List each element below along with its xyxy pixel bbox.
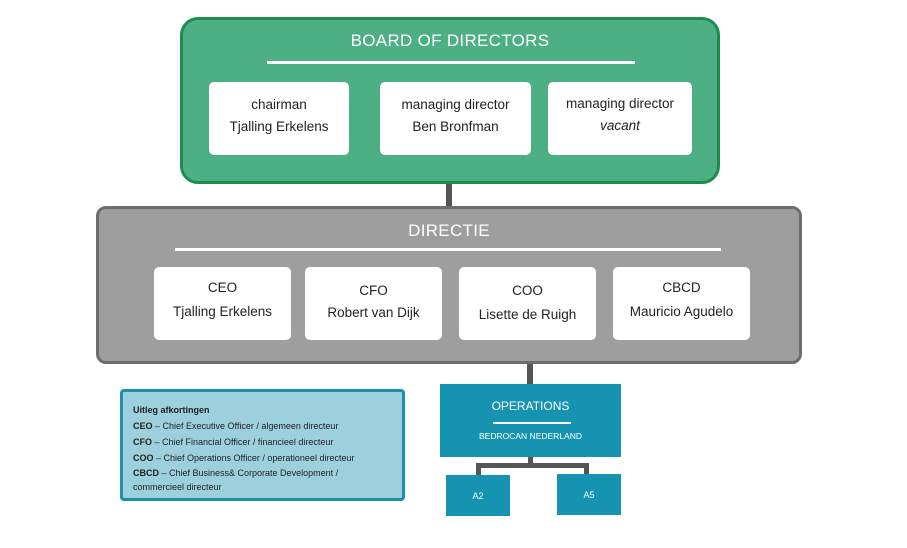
board-of-directors: BOARD OF DIRECTORS chairman Tjalling Erk… bbox=[180, 17, 720, 184]
legend-item: CEO – Chief Executive Officer / algemeen… bbox=[133, 418, 402, 434]
legend-abbr: COO bbox=[133, 453, 154, 463]
directie-member-name: Robert van Dijk bbox=[327, 305, 420, 320]
directie-title-underline bbox=[175, 248, 721, 251]
legend-text: – Chief Financial Officer / financieel d… bbox=[152, 437, 334, 447]
board-member-card: chairman Tjalling Erkelens bbox=[209, 82, 349, 155]
legend-item: CBCD – Chief Business& Corporate Develop… bbox=[133, 466, 402, 480]
unit-label: A5 bbox=[583, 490, 595, 500]
operations-unit-a5: A5 bbox=[557, 474, 621, 515]
directie-member-name: Tjalling Erkelens bbox=[172, 304, 273, 319]
directie-title: DIRECTIE bbox=[408, 221, 490, 240]
operations-subtitle: BEDROCAN NEDERLAND bbox=[479, 431, 582, 441]
operations-title-underline bbox=[493, 422, 571, 424]
directie-member-name: Mauricio Agudelo bbox=[629, 304, 734, 319]
operations-box: OPERATIONS BEDROCAN NEDERLAND bbox=[440, 384, 621, 457]
board-member-role: managing director bbox=[401, 97, 510, 112]
board-member-card: managing director Ben Bronfman bbox=[380, 82, 531, 155]
directie-member-card: CBCD Mauricio Agudelo bbox=[613, 267, 750, 340]
directie: DIRECTIE CEO Tjalling Erkelens CFO Rober… bbox=[96, 206, 802, 364]
directie-member-role: COO bbox=[512, 283, 543, 298]
board-member-card: managing director vacant bbox=[548, 82, 692, 155]
directie-member-name: Lisette de Ruigh bbox=[478, 307, 577, 322]
operations-title: OPERATIONS bbox=[491, 399, 570, 413]
board-member-name: vacant bbox=[600, 118, 640, 133]
directie-member-card: CFO Robert van Dijk bbox=[305, 267, 442, 340]
connector-operations-units-vertical bbox=[528, 457, 533, 465]
legend-text: – Chief Executive Officer / algemeen dir… bbox=[152, 421, 339, 431]
board-member-name: Tjalling Erkelens bbox=[229, 119, 329, 134]
legend-item: COO – Chief Operations Officer / operati… bbox=[133, 450, 402, 466]
connector-operations-units-horizontal bbox=[476, 463, 589, 468]
legend-abbr: CFO bbox=[133, 437, 152, 447]
connector-board-directie bbox=[446, 184, 452, 207]
legend-title: Uitleg afkortingen bbox=[133, 405, 210, 415]
connector-unit-a2 bbox=[476, 463, 481, 475]
directie-member-role: CFO bbox=[359, 283, 388, 298]
abbreviations-legend: Uitleg afkortingen CEO – Chief Executive… bbox=[120, 389, 405, 501]
directie-member-card: COO Lisette de Ruigh bbox=[459, 267, 596, 340]
connector-unit-a5 bbox=[584, 463, 589, 475]
directie-member-role: CBCD bbox=[662, 280, 701, 295]
board-member-name: Ben Bronfman bbox=[412, 119, 499, 134]
legend-abbr: CEO bbox=[133, 421, 153, 431]
legend-item-continuation: commercieel directeur bbox=[133, 482, 222, 492]
directie-member-role: CEO bbox=[207, 280, 238, 295]
board-member-role: chairman bbox=[251, 97, 307, 112]
connector-directie-operations bbox=[527, 364, 533, 385]
legend-abbr: CBCD bbox=[133, 468, 159, 478]
board-member-role: managing director bbox=[565, 96, 675, 111]
operations-unit-a2: A2 bbox=[446, 475, 510, 516]
legend-text: – Chief Business& Corporate Development … bbox=[159, 468, 339, 478]
legend-text: – Chief Operations Officer / operationee… bbox=[153, 453, 355, 463]
board-title: BOARD OF DIRECTORS bbox=[350, 31, 550, 50]
unit-label: A2 bbox=[472, 491, 484, 501]
directie-member-card: CEO Tjalling Erkelens bbox=[154, 267, 291, 340]
legend-item: CFO – Chief Financial Officer / financie… bbox=[133, 434, 402, 450]
board-title-underline bbox=[267, 61, 635, 64]
